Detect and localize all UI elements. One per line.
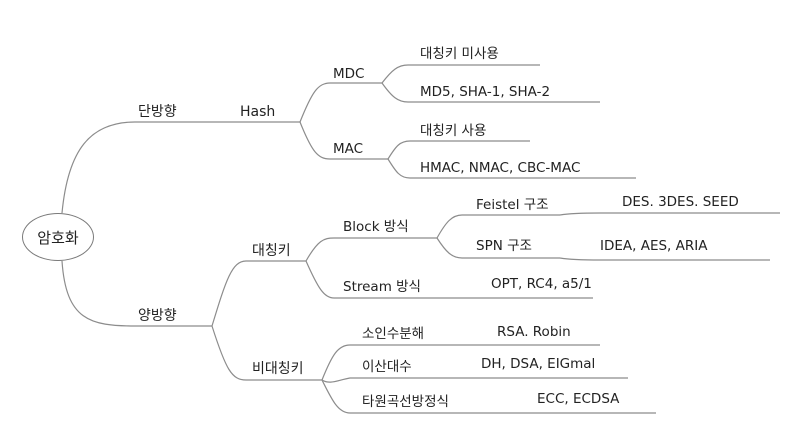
root-label: 암호화: [37, 228, 79, 247]
node-asymmetric: 비대칭키: [252, 361, 304, 377]
link-mdc-algos: [381, 82, 600, 103]
link-root-twoway: [61, 260, 212, 327]
node-mdc: MDC: [333, 66, 365, 82]
node-elliptic-curve: 타원곡선방정식: [362, 394, 449, 410]
link-spn-algos: [559, 257, 770, 261]
node-mac: MAC: [333, 141, 364, 157]
root-node: 암호화: [22, 213, 94, 261]
link-sym-block: [305, 237, 437, 262]
node-feistel: Feistel 구조: [476, 197, 549, 213]
node-factorization: 소인수분해: [362, 326, 425, 342]
node-elliptic-curve-algos: ECC, ECDSA: [537, 391, 620, 407]
node-feistel-algos: DES. 3DES. SEED: [622, 194, 739, 210]
node-one-way: 단방향: [138, 104, 177, 120]
link-twoway-sym: [211, 260, 306, 327]
link-mac-key: [387, 140, 530, 160]
link-hash-mdc: [299, 82, 382, 123]
node-mdc-no-key: 대칭키 미사용: [420, 46, 499, 62]
link-hash-mac: [299, 121, 388, 160]
node-discrete-log-algos: DH, DSA, EIGmal: [481, 356, 596, 372]
link-feistel-algos: [559, 212, 780, 216]
link-block-feistel: [436, 214, 560, 239]
node-hash: Hash: [240, 104, 276, 120]
node-symmetric: 대칭키: [252, 243, 291, 259]
node-spn: SPN 구조: [476, 238, 532, 254]
node-mdc-algos: MD5, SHA-1, SHA-2: [420, 84, 551, 100]
link-mdc-nokey: [381, 64, 540, 84]
node-factorization-algos: RSA. Robin: [497, 324, 571, 340]
node-block: Block 방식: [343, 219, 409, 235]
node-mac-key: 대칭키 사용: [420, 123, 487, 139]
link-asym-dlog: [321, 377, 466, 383]
link-twoway-asym: [211, 325, 322, 381]
node-stream: Stream 방식: [343, 279, 421, 295]
link-mac-algos: [387, 158, 636, 179]
node-discrete-log: 이산대수: [362, 359, 412, 375]
node-stream-algos: OPT, RC4, a5/1: [491, 276, 592, 292]
link-asym-ecc: [321, 379, 515, 414]
link-asym-factor: [321, 344, 476, 381]
link-block-spn: [436, 237, 560, 259]
node-two-way: 양방향: [138, 308, 177, 324]
link-sym-stream: [305, 260, 593, 299]
node-mac-algos: HMAC, NMAC, CBC-MAC: [420, 160, 581, 176]
node-spn-algos: IDEA, AES, ARIA: [600, 238, 708, 254]
link-root-oneway: [61, 121, 212, 214]
